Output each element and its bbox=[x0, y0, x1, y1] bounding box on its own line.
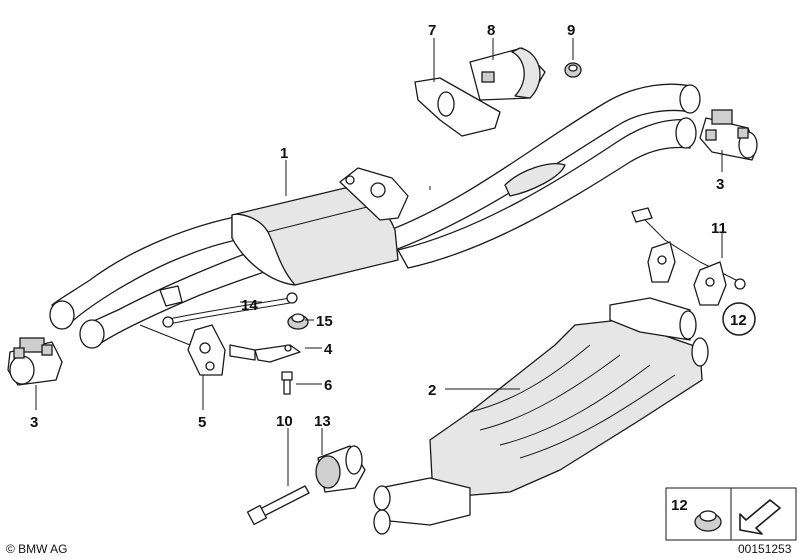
callout-15: 15 bbox=[316, 313, 333, 330]
callout-12-circle bbox=[722, 302, 756, 336]
grommet-icon bbox=[694, 510, 722, 532]
callout-7: 7 bbox=[428, 22, 436, 39]
legend-box: 12 bbox=[665, 487, 797, 541]
bracket-4 bbox=[254, 344, 301, 363]
callout-6: 6 bbox=[324, 377, 332, 394]
bracket-7 bbox=[414, 77, 501, 137]
callout-3-right: 3 bbox=[716, 176, 724, 193]
callout-14: 14 bbox=[241, 297, 258, 314]
ground-strap-14 bbox=[159, 285, 298, 328]
arrow-icon bbox=[739, 499, 781, 535]
nut-9 bbox=[564, 62, 582, 78]
front-pipe-assembly bbox=[49, 83, 701, 349]
callout-1: 1 bbox=[280, 145, 288, 162]
callout-3-left: 3 bbox=[30, 414, 38, 431]
hanger-5 bbox=[139, 324, 256, 376]
callout-12: 12 bbox=[730, 312, 747, 329]
rear-muffler-2 bbox=[373, 297, 709, 535]
hangers-11 bbox=[631, 207, 746, 306]
clamp-left-3 bbox=[7, 337, 63, 386]
bolt-6 bbox=[281, 371, 293, 395]
grommet-15 bbox=[287, 313, 309, 330]
callout-10: 10 bbox=[276, 413, 293, 430]
callouts: 1 7 8 9 3 11 14 15 4 6 2 3 5 10 13 12 bbox=[30, 22, 756, 431]
image-number: 00151253 bbox=[738, 542, 792, 556]
copyright-text: © BMW AG bbox=[6, 542, 68, 556]
legend-part-number: 12 bbox=[671, 497, 688, 514]
callout-13: 13 bbox=[314, 413, 331, 430]
callout-9: 9 bbox=[567, 22, 575, 39]
callout-5: 5 bbox=[198, 414, 206, 431]
leader-lines bbox=[35, 38, 723, 486]
bolt-10 bbox=[246, 485, 310, 526]
callout-4: 4 bbox=[324, 341, 333, 358]
callout-2: 2 bbox=[428, 382, 436, 399]
callout-11: 11 bbox=[711, 220, 727, 237]
clamp-right-3 bbox=[699, 109, 758, 161]
callout-8: 8 bbox=[487, 22, 495, 39]
bushing-13 bbox=[315, 445, 366, 493]
rubber-mount-8 bbox=[469, 47, 546, 101]
